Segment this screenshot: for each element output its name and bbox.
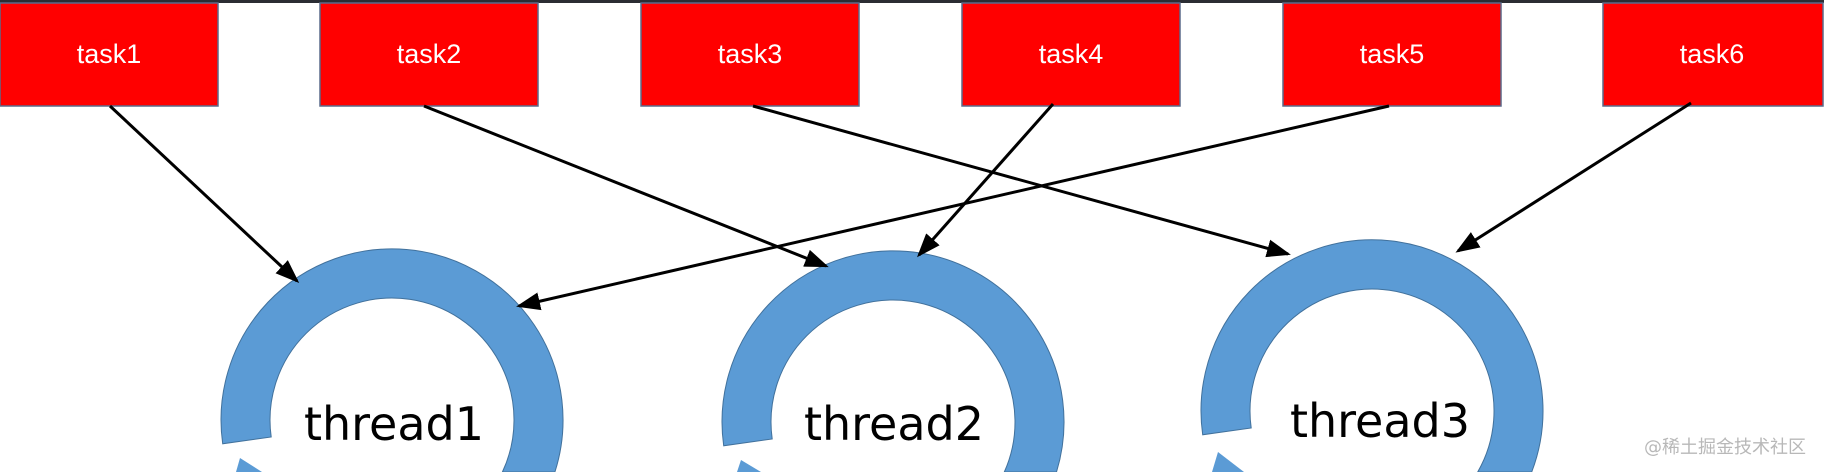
arrow-task4-to-thread2: [917, 103, 1055, 258]
top-border: [0, 0, 1824, 3]
task-label: task3: [718, 39, 783, 69]
arrow-task2-to-thread2: [423, 104, 829, 268]
task-label: task2: [397, 39, 462, 69]
thread-ring-1: thread1: [220, 248, 564, 472]
arrow-task1-to-thread1: [108, 104, 300, 284]
task-label: task6: [1680, 39, 1745, 69]
task-box-5: task5: [1282, 2, 1502, 107]
thread-ring-3: thread3: [1200, 239, 1544, 472]
task-label: task1: [77, 39, 142, 69]
thread-ring-2: thread2: [721, 250, 1065, 472]
watermark: @稀土掘金技术社区: [1644, 437, 1806, 458]
thread-label: thread3: [1290, 394, 1470, 448]
thread-label: thread2: [804, 397, 984, 451]
task-box-4: task4: [961, 2, 1181, 107]
arrow-task6-to-thread3: [1455, 101, 1692, 253]
task-box-3: task3: [640, 2, 860, 107]
thread-label: thread1: [304, 397, 484, 451]
task-box-6: task6: [1602, 2, 1824, 107]
task-box-2: task2: [319, 2, 539, 107]
arrow-task3-to-thread3: [752, 104, 1291, 258]
task-label: task5: [1360, 39, 1425, 69]
task-box-1: task1: [0, 2, 219, 107]
task-label: task4: [1039, 39, 1104, 69]
arrow-task5-to-thread1: [516, 104, 1390, 311]
